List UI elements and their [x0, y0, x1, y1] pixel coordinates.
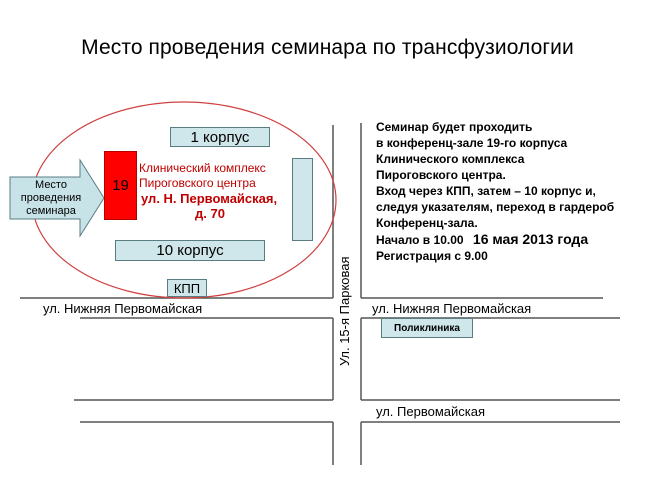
checkpoint-kpp: КПП	[167, 279, 207, 297]
info-line: Семинар будет проходить	[376, 120, 533, 134]
complex-label-line: Пироговского центра	[139, 176, 256, 190]
street-label-pervomaiskaya: ул. Первомайская	[376, 404, 485, 419]
complex-address-house: д. 70	[195, 206, 225, 221]
info-line: Клинического комплекса	[376, 152, 525, 166]
arrow-label-line: семинара	[26, 205, 76, 217]
info-line: Конференц-зала.	[376, 216, 478, 230]
info-date: 16 мая 2013 года	[472, 231, 589, 247]
info-start: Начало в 10.00	[376, 233, 464, 247]
seminar-info: Семинар будет проходить в конференц-зале…	[376, 119, 646, 264]
street-label-nizhnyaya-right: ул. Нижняя Первомайская	[372, 301, 532, 316]
street-label-parkovaya: Ул. 15-я Парковая	[337, 256, 352, 366]
complex-address: ул. Н. Первомайская,	[141, 191, 278, 206]
building-korpus-19: 19	[104, 151, 137, 220]
info-line: в конференц-зале 19-го корпуса	[376, 136, 568, 150]
info-line: следуя указателям, переход в гардероб	[376, 200, 615, 214]
complex-label: Клинический комплекс Пироговского центра…	[139, 161, 289, 221]
arrow-label-line: проведения	[20, 192, 82, 204]
info-line: Вход через КПП, затем – 10 корпус и,	[376, 184, 596, 198]
building-korpus-10: 10 корпус	[115, 240, 265, 261]
info-start-row: Начало в 10.00 16 мая 2013 года	[376, 231, 646, 248]
complex-label-line: Клинический комплекс	[139, 161, 266, 175]
poi-clinic: Поликлиника	[381, 318, 473, 338]
building-side	[292, 158, 313, 241]
arrow-label-line: Место	[35, 179, 67, 191]
map-title: Место проведения семинара по трансфузиол…	[81, 36, 574, 59]
building-korpus-1: 1 корпус	[170, 127, 270, 147]
arrow-label: Место проведения семинара	[10, 179, 92, 218]
info-line: Пироговского центра.	[376, 168, 506, 182]
info-registration: Регистрация с 9.00	[376, 249, 488, 263]
street-label-nizhnyaya-left: ул. Нижняя Первомайская	[43, 301, 203, 316]
location-arrow	[9, 158, 105, 238]
